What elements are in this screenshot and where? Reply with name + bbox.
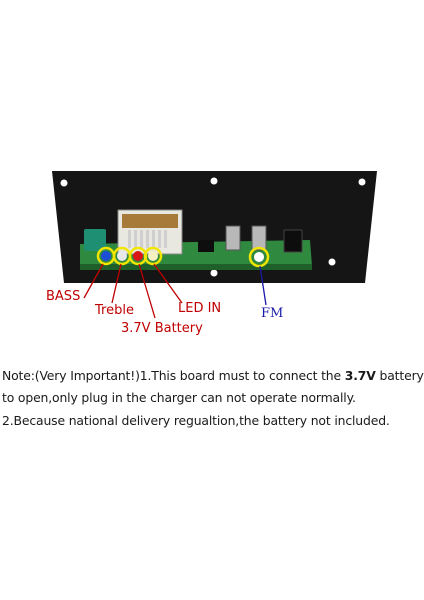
battery-pointer-line [138, 263, 156, 319]
bass-pointer-line [83, 263, 104, 299]
power-jack [283, 229, 303, 253]
treble-pointer-line [111, 263, 122, 304]
bass-label: BASS [46, 289, 81, 304]
teal-component [84, 229, 106, 251]
note-voltage-bold: 3.7V [344, 368, 376, 383]
note-line-1: Note:(Very Important!)1.This board must … [2, 368, 424, 383]
led-in-pointer-line [153, 263, 183, 304]
pcb-edge [80, 264, 312, 270]
display-frame [122, 214, 178, 228]
mounting-hole [210, 269, 218, 277]
led-in-label: LED IN [178, 301, 222, 316]
dark-connector [198, 240, 214, 252]
battery-label: 3.7V Battery [121, 321, 203, 336]
fm-pointer-line [259, 265, 267, 306]
mounting-hole [328, 258, 336, 266]
pin-header [128, 230, 167, 248]
fm-label: FM [261, 306, 284, 321]
mounting-hole [60, 179, 68, 187]
amplifier-board-photo [52, 171, 377, 319]
note-line-1-prefix: Note:(Very Important!)1.This board must … [2, 368, 345, 383]
usb-port [225, 225, 241, 251]
led-in-connector-highlight [143, 246, 163, 266]
usb-port [251, 225, 267, 251]
mounting-hole [210, 177, 218, 185]
note-line-2: to open,only plug in the charger can not… [2, 390, 356, 405]
note-line-1-suffix: battery [375, 368, 424, 383]
treble-label: Treble [95, 303, 134, 318]
note-line-3: 2.Because national delivery regualtion,t… [2, 413, 390, 428]
fm-connector-highlight [248, 246, 270, 268]
mounting-hole [358, 178, 366, 186]
